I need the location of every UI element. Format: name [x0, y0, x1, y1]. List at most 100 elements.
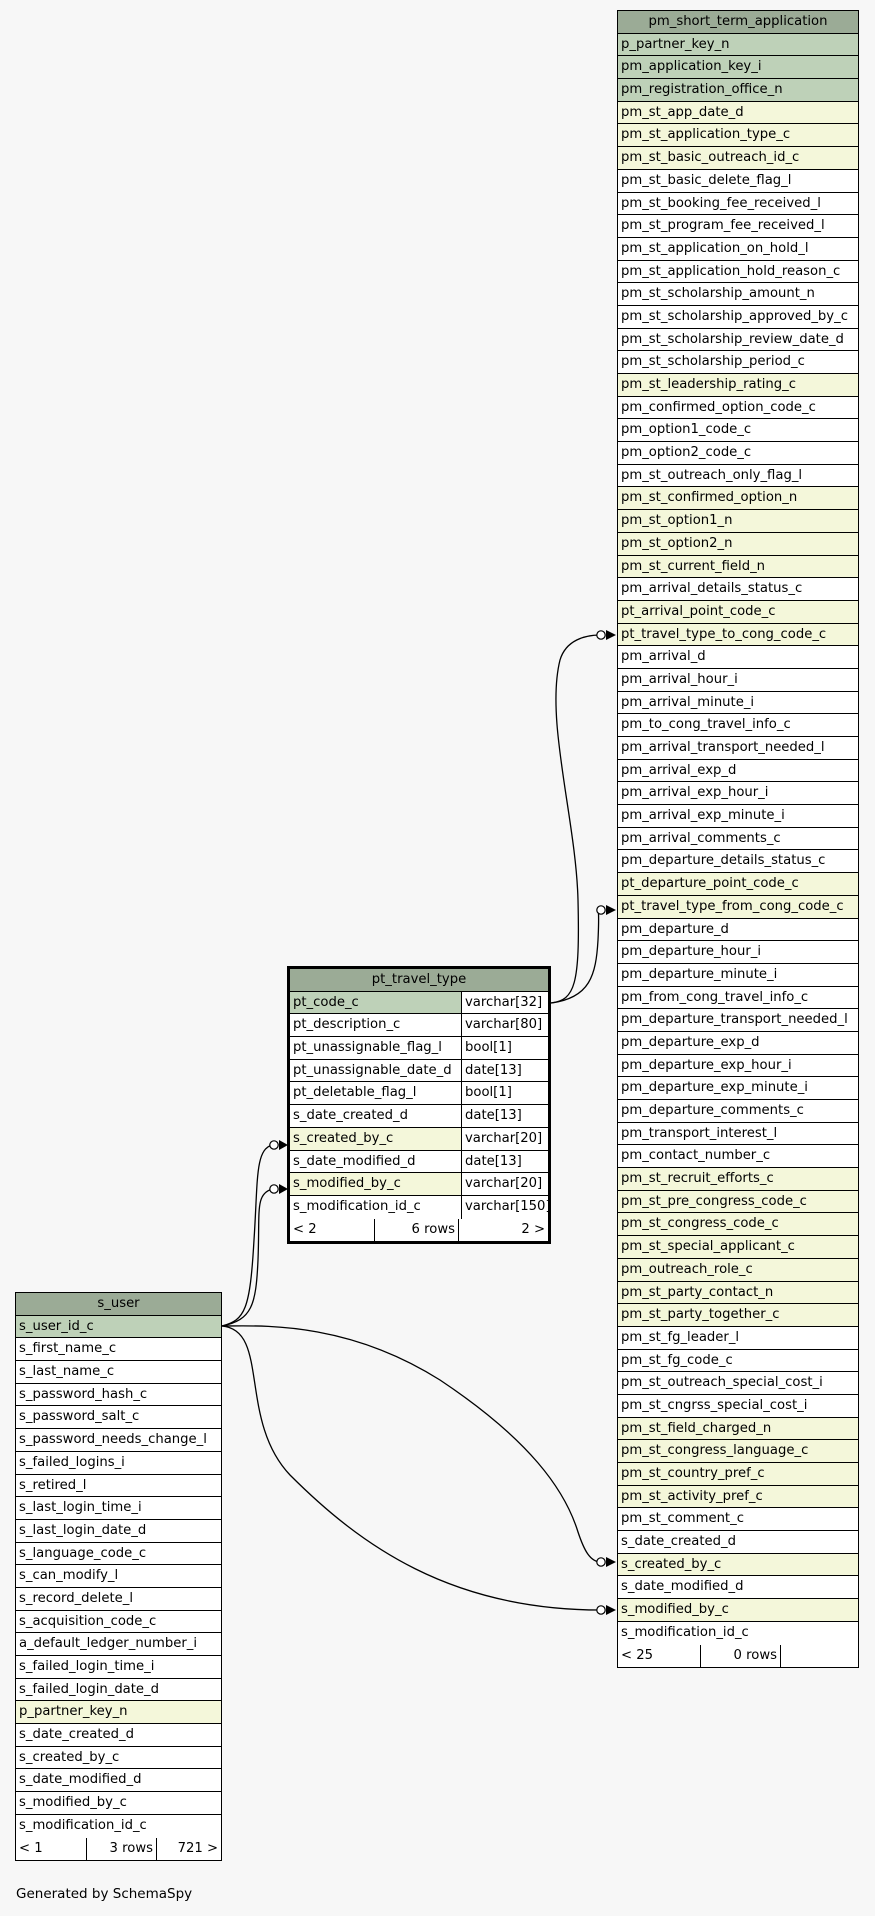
footer-parents[interactable]: < 2 — [293, 1221, 317, 1237]
column-row[interactable]: pm_st_leadership_rating_c — [618, 374, 858, 397]
table-header[interactable]: s_user — [16, 1293, 221, 1316]
column-row[interactable]: s_failed_login_time_i — [16, 1656, 221, 1679]
column-row[interactable]: pm_departure_minute_i — [618, 964, 858, 987]
column-row[interactable]: s_modification_id_c — [16, 1815, 221, 1838]
column-row[interactable]: pm_option2_code_c — [618, 442, 858, 465]
column-row[interactable]: pm_departure_exp_minute_i — [618, 1077, 858, 1100]
column-row[interactable]: pm_confirmed_option_code_c — [618, 397, 858, 420]
column-row[interactable]: pm_transport_interest_l — [618, 1123, 858, 1146]
column-row[interactable]: s_modified_by_c — [16, 1792, 221, 1815]
column-row[interactable]: pm_st_recruit_efforts_c — [618, 1168, 858, 1191]
column-row[interactable]: s_last_name_c — [16, 1361, 221, 1384]
column-row[interactable]: p_partner_key_n — [16, 1701, 221, 1725]
column-row[interactable]: pm_departure_hour_i — [618, 941, 858, 964]
column-row[interactable]: pm_departure_exp_d — [618, 1032, 858, 1055]
column-row[interactable]: pm_st_application_on_hold_l — [618, 238, 858, 261]
column-row[interactable]: pm_st_current_field_n — [618, 555, 858, 579]
column-row[interactable]: s_can_modify_l — [16, 1565, 221, 1588]
column-row[interactable]: pm_arrival_exp_d — [618, 760, 858, 783]
column-row[interactable]: s_created_by_c — [618, 1553, 858, 1577]
column-row[interactable]: pm_st_country_pref_c — [618, 1463, 858, 1486]
column-row[interactable]: s_retired_l — [16, 1475, 221, 1498]
column-row[interactable]: s_first_name_c — [16, 1338, 221, 1362]
footer-children[interactable]: 2 > — [458, 1218, 548, 1242]
column-row[interactable]: s_user_id_c — [16, 1315, 221, 1339]
column-row[interactable]: pm_application_key_i — [618, 56, 858, 80]
column-row[interactable]: pm_st_field_charged_n — [618, 1417, 858, 1441]
column-row[interactable]: pm_contact_number_c — [618, 1145, 858, 1169]
column-row[interactable]: pm_st_basic_outreach_id_c — [618, 147, 858, 170]
column-row[interactable]: pm_departure_transport_needed_l — [618, 1009, 858, 1032]
column-row[interactable]: pm_st_option1_n — [618, 510, 858, 533]
column-row[interactable]: pm_st_program_fee_received_l — [618, 215, 858, 238]
column-row[interactable]: pm_st_activity_pref_c — [618, 1485, 858, 1509]
column-row[interactable]: pm_st_scholarship_amount_n — [618, 283, 858, 306]
column-row[interactable]: pm_st_confirmed_option_n — [618, 487, 858, 511]
column-row[interactable]: pm_arrival_minute_i — [618, 692, 858, 715]
column-row[interactable]: pm_st_fg_leader_l — [618, 1327, 858, 1350]
column-row[interactable]: pm_arrival_hour_i — [618, 669, 858, 692]
column-row[interactable]: pm_st_outreach_only_flag_l — [618, 465, 858, 488]
column-row[interactable]: pm_st_application_type_c — [618, 124, 858, 148]
column-row[interactable]: pm_st_outreach_special_cost_i — [618, 1372, 858, 1395]
column-row[interactable]: pm_st_option2_n — [618, 532, 858, 556]
column-row[interactable]: pm_outreach_role_c — [618, 1258, 858, 1282]
column-row[interactable]: s_date_created_d — [16, 1724, 221, 1747]
column-row[interactable]: s_password_hash_c — [16, 1384, 221, 1407]
column-row[interactable]: s_modification_id_c — [618, 1622, 858, 1645]
column-row[interactable]: pm_departure_d — [618, 919, 858, 942]
column-row[interactable]: pm_departure_comments_c — [618, 1100, 858, 1123]
column-row[interactable]: s_created_by_c — [16, 1747, 221, 1770]
column-row[interactable]: pm_registration_office_n — [618, 79, 858, 102]
column-row[interactable]: pm_st_congress_language_c — [618, 1440, 858, 1463]
column-row[interactable]: s_modified_by_c — [618, 1599, 858, 1622]
column-row[interactable]: pt_travel_type_to_cong_code_c — [618, 623, 858, 647]
column-row[interactable]: pm_arrival_details_status_c — [618, 578, 858, 601]
column-row[interactable]: pm_from_cong_travel_info_c — [618, 987, 858, 1010]
column-row[interactable]: pm_departure_details_status_c — [618, 850, 858, 874]
footer-children[interactable] — [780, 1644, 858, 1668]
column-row[interactable]: s_date_created_d — [618, 1531, 858, 1554]
column-row[interactable]: pm_arrival_exp_minute_i — [618, 805, 858, 828]
column-row[interactable]: a_default_ledger_number_i — [16, 1633, 221, 1656]
table-header[interactable]: pm_short_term_application — [618, 11, 858, 34]
column-row[interactable]: s_acquisition_code_c — [16, 1611, 221, 1634]
column-row[interactable]: s_record_delete_l — [16, 1588, 221, 1611]
column-row[interactable]: p_partner_key_n — [618, 33, 858, 57]
column-row[interactable]: pm_st_congress_code_c — [618, 1213, 858, 1237]
column-row[interactable]: pm_st_app_date_d — [618, 101, 858, 125]
column-row[interactable]: s_password_needs_change_l — [16, 1429, 221, 1452]
column-row[interactable]: pm_departure_exp_hour_i — [618, 1055, 858, 1078]
column-row[interactable]: pm_arrival_exp_hour_i — [618, 782, 858, 806]
column-row[interactable]: pm_st_party_together_c — [618, 1304, 858, 1327]
column-row[interactable]: pm_option1_code_c — [618, 419, 858, 443]
column-row[interactable]: s_language_code_c — [16, 1543, 221, 1566]
column-row[interactable]: pt_travel_type_from_cong_code_c — [618, 895, 858, 919]
column-row[interactable]: pm_st_party_contact_n — [618, 1281, 858, 1305]
column-row[interactable]: s_date_modified_d — [16, 1769, 221, 1793]
column-row[interactable]: pm_st_comment_c — [618, 1508, 858, 1532]
column-row[interactable]: pm_st_pre_congress_code_c — [618, 1190, 858, 1214]
column-row[interactable]: pm_st_application_hold_reason_c — [618, 261, 858, 284]
column-row[interactable]: pm_st_booking_fee_received_l — [618, 193, 858, 216]
column-row[interactable]: s_date_modified_d — [618, 1576, 858, 1600]
column-row[interactable]: pm_st_cngrss_special_cost_i — [618, 1395, 858, 1418]
column-row[interactable]: s_last_login_date_d — [16, 1520, 221, 1543]
footer-parents[interactable]: < 1 — [19, 1840, 43, 1856]
column-row[interactable]: pm_st_special_applicant_c — [618, 1236, 858, 1259]
column-row[interactable]: pm_st_scholarship_approved_by_c — [618, 306, 858, 329]
column-row[interactable]: pm_arrival_comments_c — [618, 828, 858, 851]
column-row[interactable]: pt_arrival_point_code_c — [618, 600, 858, 624]
column-row[interactable]: pm_st_fg_code_c — [618, 1350, 858, 1373]
column-row[interactable]: s_last_login_time_i — [16, 1497, 221, 1520]
